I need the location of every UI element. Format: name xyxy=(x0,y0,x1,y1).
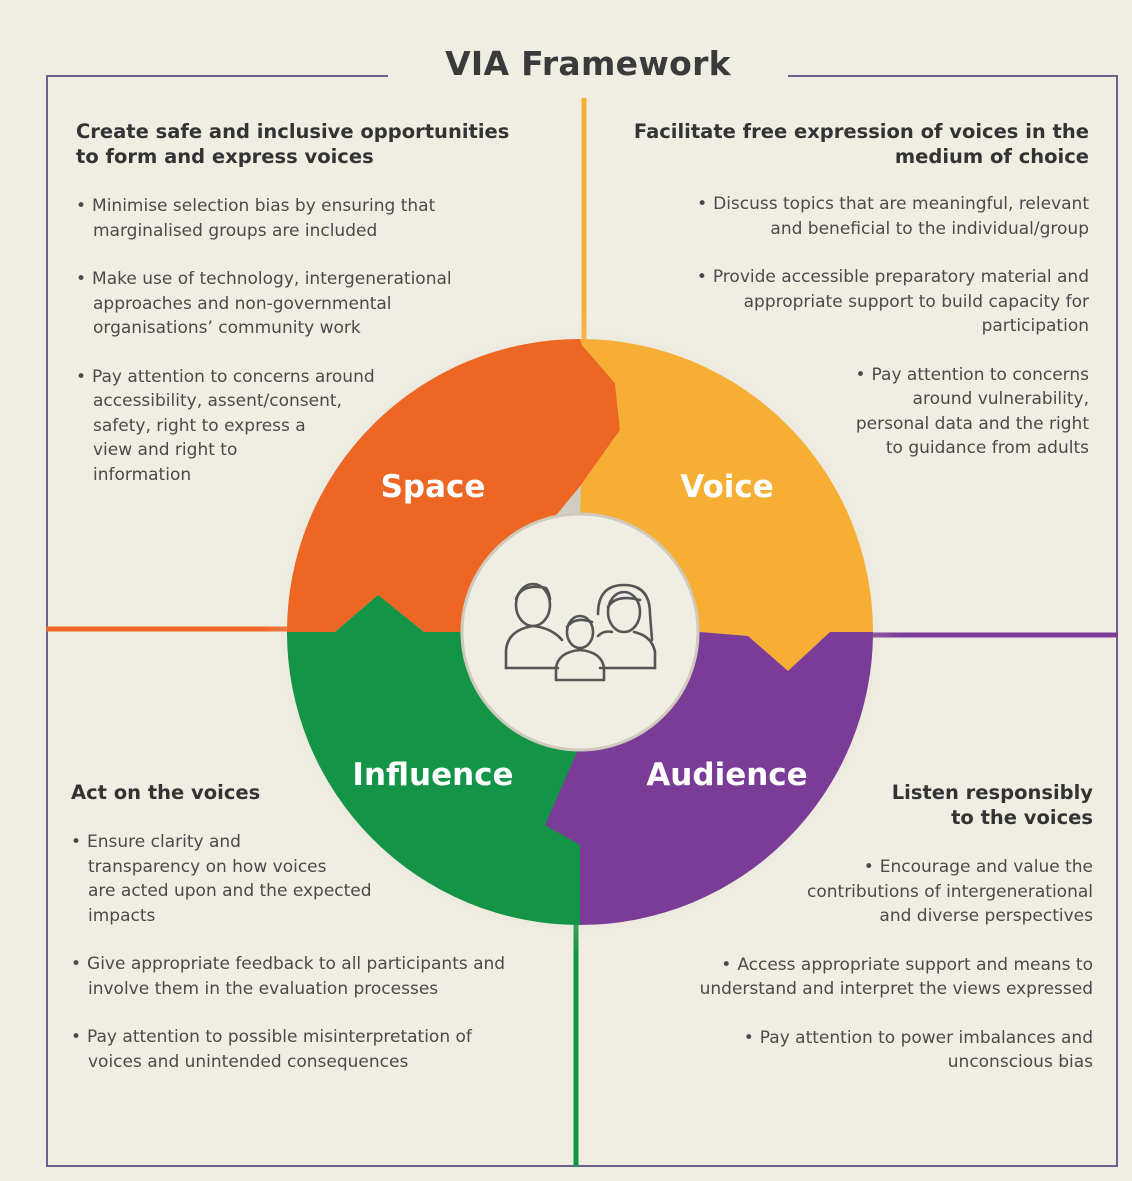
list-item: •Pay attention to possible misinterpreta… xyxy=(71,1027,472,1072)
line: organisations’ community work xyxy=(93,318,361,338)
quadrant-voice-list: •Discuss topics that are meaningful, rel… xyxy=(619,192,1089,485)
quadrant-space-heading: Create safe and inclusive opportunities … xyxy=(76,119,509,169)
line: around vulnerability, xyxy=(912,389,1089,409)
segment-label-audience: Audience xyxy=(646,757,808,793)
line: marginalised groups are included xyxy=(93,220,378,241)
list-item: •Give appropriate feedback to all partic… xyxy=(71,954,506,999)
line: accessibility, assent/consent, xyxy=(93,391,342,411)
line: Provide accessible preparatory material … xyxy=(712,267,1089,287)
line: Discuss topics that are meaningful, rele… xyxy=(713,194,1089,214)
heading-line: Listen responsibly xyxy=(891,781,1093,804)
line: and diverse perspectives xyxy=(879,906,1093,926)
line: safety, right to express a xyxy=(93,415,306,436)
quadrant-voice-heading: Facilitate free expression of voices in … xyxy=(634,119,1089,169)
quadrant-audience-heading: Listen responsibly to the voices xyxy=(892,780,1093,830)
line: Pay attention to concerns xyxy=(871,364,1089,385)
line: are acted upon and the expected xyxy=(88,881,372,901)
segment-label-voice: Voice xyxy=(680,469,774,505)
segment-label-influence: Influence xyxy=(352,757,514,793)
segment-space xyxy=(287,339,620,632)
line: Access appropriate support and means to xyxy=(737,954,1093,975)
line: participation xyxy=(981,316,1089,336)
heading-line: Act on the voices xyxy=(71,781,261,804)
line: Ensure clarity and xyxy=(87,832,241,852)
line: approaches and non-governmental xyxy=(93,293,392,314)
line: Encourage and value the xyxy=(879,857,1093,877)
heading-line: to form and express voices xyxy=(76,145,374,168)
segment-label-space: Space xyxy=(380,469,486,505)
heading-line: Create safe and inclusive opportunities xyxy=(76,120,510,143)
line: voices and unintended consequences xyxy=(88,1051,409,1072)
wheel-center-shadow xyxy=(460,512,700,752)
line: personal data and the right xyxy=(855,413,1089,434)
line: view and right to xyxy=(93,440,238,460)
line: to guidance from adults xyxy=(885,438,1089,458)
line: Pay attention to possible misinterpretat… xyxy=(87,1027,472,1047)
title-mask xyxy=(388,50,788,100)
list-item: •Make use of technology, intergeneration… xyxy=(76,269,452,338)
heading-line: to the voices xyxy=(951,806,1093,829)
line: involve them in the evaluation processes xyxy=(88,978,439,999)
quadrant-space-list: •Minimise selection bias by ensuring tha… xyxy=(76,194,536,511)
line: impacts xyxy=(88,905,156,926)
line: appropriate support to build capacity fo… xyxy=(743,291,1089,312)
list-item: •Discuss topics that are meaningful, rel… xyxy=(697,194,1089,239)
heading-line: Facilitate free expression of voices in … xyxy=(633,120,1089,143)
line: contributions of intergenerational xyxy=(807,881,1093,902)
line: Pay attention to concerns around xyxy=(92,366,375,387)
line: Make use of technology, intergenerationa… xyxy=(92,269,452,289)
line: transparency on how voices xyxy=(88,856,327,877)
family-icon xyxy=(504,582,657,682)
line: unconscious bias xyxy=(947,1052,1093,1072)
line: and beneficial to the individual/group xyxy=(770,218,1089,239)
quadrant-influence-heading: Act on the voices xyxy=(71,780,260,805)
list-item: •Minimise selection bias by ensuring tha… xyxy=(76,196,436,241)
list-item: •Access appropriate support and means to… xyxy=(699,954,1093,1000)
heading-line: medium of choice xyxy=(894,145,1089,168)
wheel-center xyxy=(462,514,698,750)
line: Pay attention to power imbalances and xyxy=(759,1027,1093,1048)
line: Give appropriate feedback to all partici… xyxy=(87,954,506,974)
page-title: VIA Framework xyxy=(445,44,731,83)
line: information xyxy=(93,464,192,485)
line: Minimise selection bias by ensuring that xyxy=(92,196,436,216)
line: understand and interpret the views expre… xyxy=(699,979,1093,999)
list-item: •Provide accessible preparatory material… xyxy=(696,267,1089,336)
